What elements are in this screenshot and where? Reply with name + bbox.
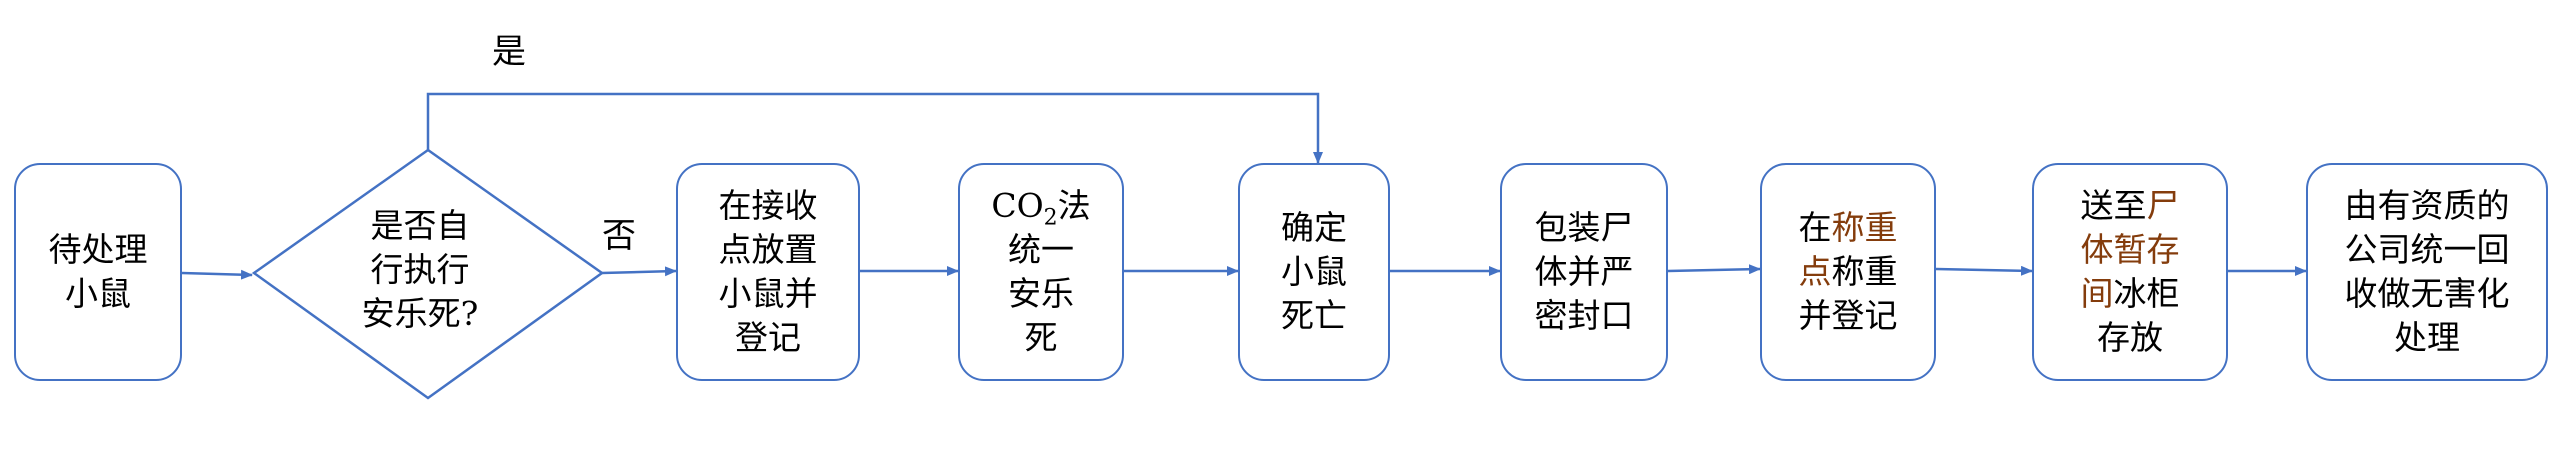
text-segment: 并登记 [1798, 296, 1898, 335]
text-segment: 在接收 [718, 186, 818, 225]
decision-line: 安乐死? [361, 294, 479, 333]
text-segment: 登记 [735, 318, 801, 357]
text-segment: 待处理 [48, 230, 148, 269]
node-text-line: 死 [991, 316, 1090, 360]
text-segment: 间 [2080, 274, 2114, 313]
text-segment: 小鼠 [1281, 252, 1347, 291]
node-text-line: 体暂存 [2081, 228, 2180, 272]
text-segment: 称重 [1831, 252, 1898, 291]
node-text-line: 小鼠 [1281, 250, 1347, 294]
text-segment: 体并严 [1534, 252, 1634, 291]
node-text-line: 体并严 [1535, 250, 1634, 294]
text-segment: 由有资质的 [2344, 186, 2510, 225]
node-text-line: 收做无害化 [2345, 272, 2510, 316]
node-text-line: 存放 [2081, 316, 2180, 360]
text-segment: 死 [1024, 318, 1058, 357]
text-segment: 小鼠 [65, 274, 131, 313]
step-confirm-death: 确定小鼠死亡 [1238, 163, 1390, 381]
node-text-line: 确定 [1281, 206, 1347, 250]
text-segment: 密封口 [1534, 296, 1634, 335]
text-segment: CO [991, 186, 1044, 225]
decision-line: 是否自 [370, 206, 470, 245]
step-start-pending-mouse: 待处理小鼠 [14, 163, 182, 381]
step-freezer-storage: 送至尸体暂存间冰柜存放 [2032, 163, 2228, 381]
node-text-line: 并登记 [1799, 294, 1898, 338]
text-segment: 体暂存 [2080, 230, 2180, 269]
text-segment: 存放 [2097, 318, 2163, 357]
text-segment: 尸 [2146, 186, 2180, 225]
text-segment: 小鼠并 [718, 274, 818, 313]
text-segment: 死亡 [1281, 296, 1347, 335]
arrow-decision-no [601, 266, 677, 277]
step-package-and-seal: 包装尸体并严密封口 [1500, 163, 1668, 381]
node-text-line: 小鼠并 [719, 272, 818, 316]
decision-text: 是否自 行执行 安乐死? [305, 204, 535, 336]
node-text-line: 密封口 [1535, 294, 1634, 338]
text-segment: 统一 [1008, 230, 1074, 269]
node-text-line: 点放置 [719, 228, 818, 272]
text-segment: 公司统一回 [2344, 230, 2510, 269]
node-text-line: 点称重 [1799, 250, 1898, 294]
no-label: 否 [602, 216, 636, 256]
text-segment: 冰柜 [2113, 274, 2180, 313]
text-segment: 收做无害化 [2344, 274, 2510, 313]
text-segment: 处理 [2394, 318, 2460, 357]
arrow-node4-to-node5 [1667, 264, 1761, 275]
step-receive-and-register: 在接收点放置小鼠并登记 [676, 163, 860, 381]
step-co2-euthanasia: CO2法统一安乐死 [958, 163, 1124, 381]
subscript-text: 2 [1043, 205, 1058, 231]
node-text-line: 待处理 [49, 228, 148, 272]
node-text-line: CO2法 [991, 184, 1091, 231]
step-harmless-disposal: 由有资质的公司统一回收做无害化处理 [2306, 163, 2548, 381]
yes-label: 是 [492, 32, 526, 72]
node-text-line: 间冰柜 [2081, 272, 2180, 316]
arrow-node5-to-node6 [1935, 265, 2033, 276]
text-segment: 确定 [1281, 208, 1347, 247]
text-segment: 点放置 [718, 230, 818, 269]
text-segment: 安乐 [1008, 274, 1074, 313]
decision-diamond [251, 148, 605, 400]
node-text-line: 送至尸 [2081, 184, 2180, 228]
text-segment: 称重 [1831, 208, 1898, 247]
arrow-decision-yes [426, 92, 1323, 164]
decision-line: 行执行 [370, 250, 470, 289]
node-text-line: 在称重 [1799, 206, 1898, 250]
node-text-line: 登记 [719, 316, 818, 360]
text-segment: 送至 [2080, 186, 2147, 225]
node-text-line: 包装尸 [1535, 206, 1634, 250]
node-text-line: 安乐 [991, 272, 1090, 316]
text-segment: 包装尸 [1534, 208, 1634, 247]
text-segment: 法 [1057, 186, 1091, 225]
node-text-line: 死亡 [1281, 294, 1347, 338]
node-text-line: 由有资质的 [2345, 184, 2510, 228]
arrow-start-to-decision [181, 269, 253, 280]
node-text-line: 处理 [2345, 316, 2510, 360]
node-text-line: 在接收 [719, 184, 818, 228]
node-text-line: 公司统一回 [2345, 228, 2510, 272]
step-weigh-and-register: 在称重点称重并登记 [1760, 163, 1936, 381]
node-text-line: 统一 [991, 228, 1090, 272]
text-segment: 点 [1798, 252, 1832, 291]
node-text-line: 小鼠 [49, 272, 148, 316]
text-segment: 在 [1798, 208, 1832, 247]
